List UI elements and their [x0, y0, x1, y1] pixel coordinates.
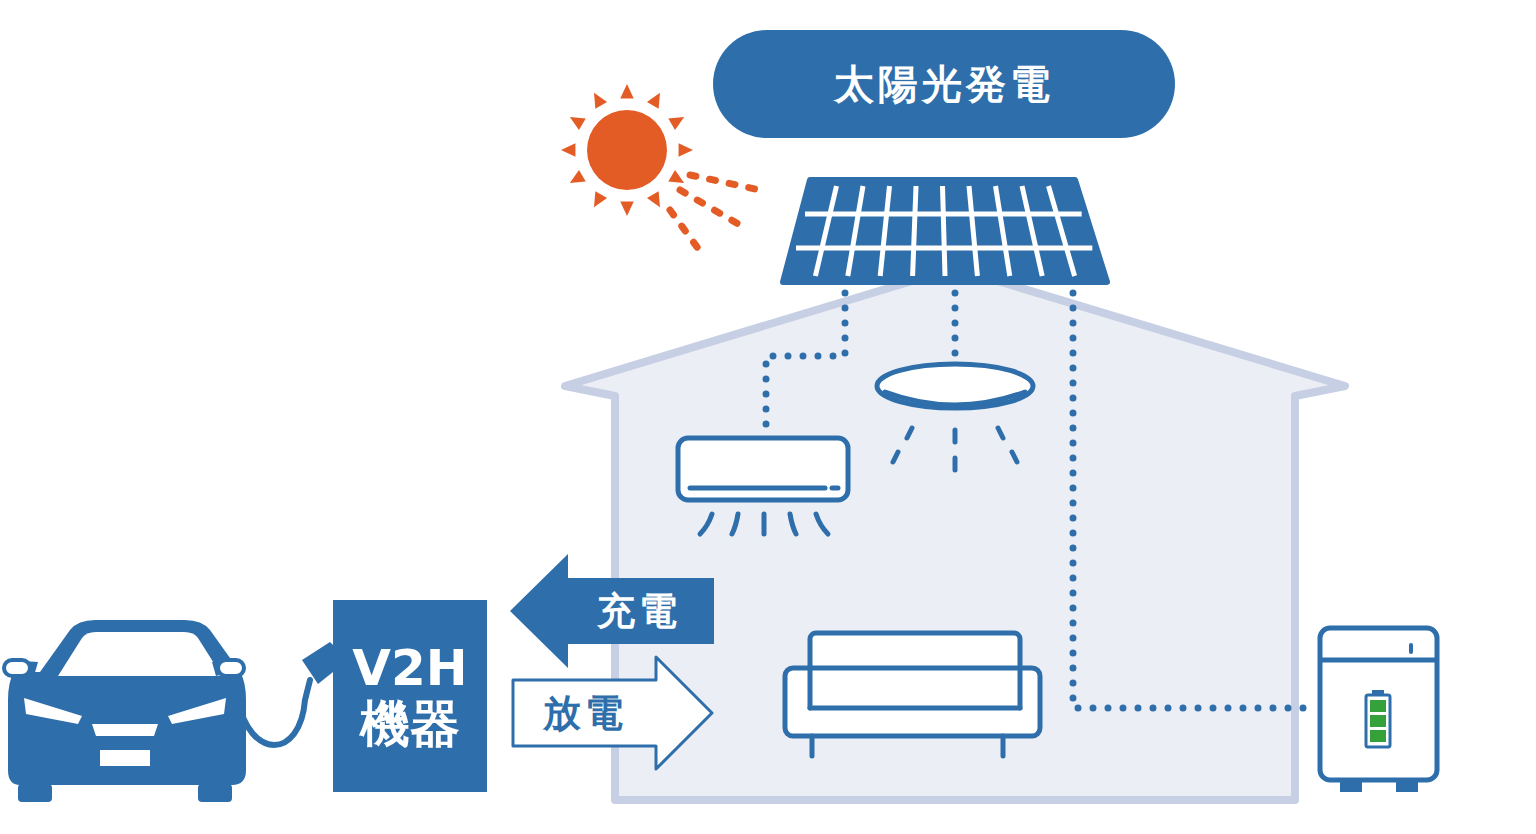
- panel-cell-divider: [796, 246, 1092, 251]
- panel-cell-divider: [805, 212, 1082, 217]
- electric-car: [4, 620, 246, 802]
- panel-cell-divider: [943, 186, 946, 276]
- sun-ray: [647, 93, 660, 109]
- panel-cell-divider: [1022, 186, 1042, 276]
- discharge-arrow: 放電: [510, 654, 716, 772]
- sofa: [785, 633, 1040, 756]
- title-pill: 太陽光発電: [713, 30, 1175, 138]
- sun-ray: [647, 191, 660, 207]
- panel-cell-divider: [996, 186, 1010, 276]
- wiring: [766, 293, 1310, 708]
- device-box: V2H 機器: [333, 600, 487, 792]
- solar-panel: [783, 180, 1107, 282]
- panel-cell-divider: [848, 186, 863, 276]
- sun-ray: [570, 117, 586, 130]
- panel-cell-divider: [1049, 186, 1075, 276]
- node-label: 充電: [597, 590, 681, 633]
- charging-cable: [238, 642, 342, 745]
- panel-cell-divider: [880, 186, 889, 276]
- sun-ray: [570, 170, 586, 183]
- node-label: 放電: [543, 692, 627, 735]
- sun-ray: [620, 84, 633, 98]
- sun-ray: [594, 191, 607, 207]
- sun-ray: [668, 117, 684, 130]
- sun-ray: [668, 170, 684, 183]
- node-label: 太陽光発電: [834, 62, 1054, 107]
- air-conditioner: [678, 438, 848, 534]
- sun-ray: [594, 93, 607, 109]
- sun-ray: [620, 202, 633, 216]
- storage-battery: [1320, 628, 1437, 792]
- panel-cell-divider: [815, 186, 836, 276]
- sun-ray: [561, 143, 575, 156]
- ceiling-lamp: [877, 364, 1033, 470]
- sun-ray: [679, 143, 693, 156]
- node-label: V2H 機器: [345, 640, 475, 752]
- charge-arrow: 充電: [508, 552, 714, 670]
- panel-cell-divider: [969, 186, 977, 276]
- panel-cell-divider: [913, 186, 916, 276]
